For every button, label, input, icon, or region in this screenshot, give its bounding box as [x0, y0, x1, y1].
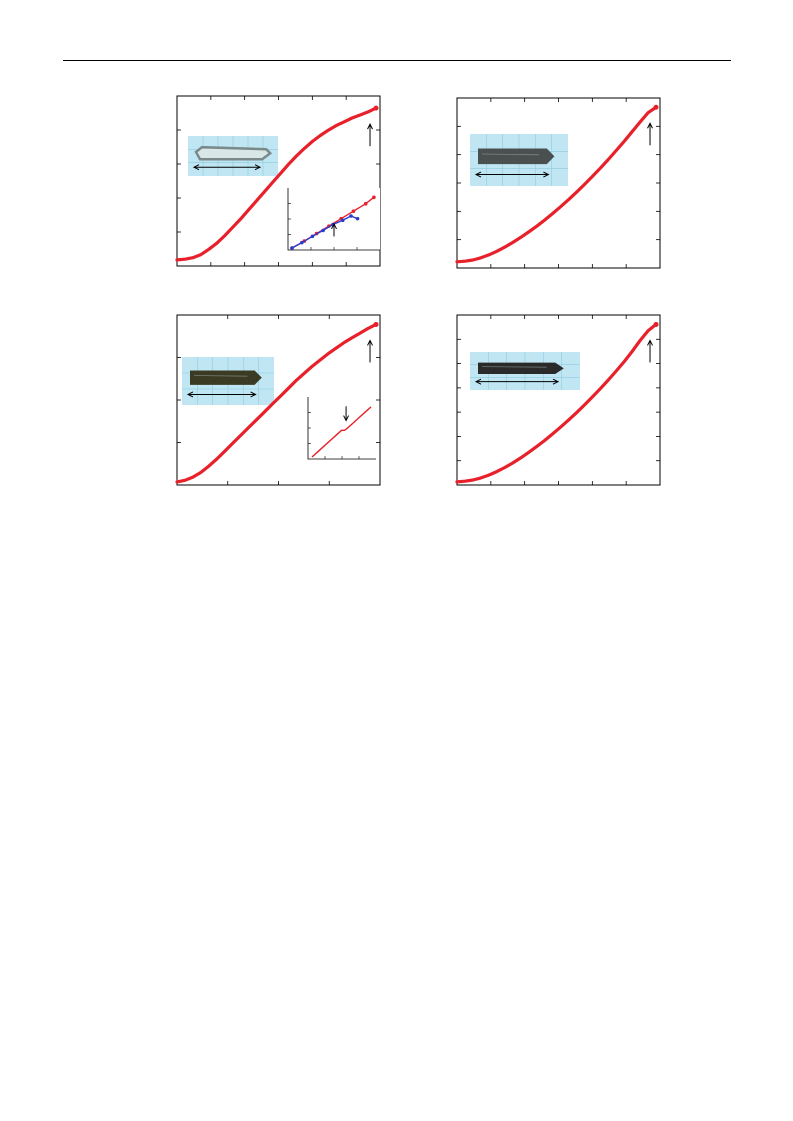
chart-bottom-right [455, 314, 661, 486]
end-point [653, 104, 659, 110]
end-point [373, 105, 379, 111]
inset-arrow-head [331, 222, 337, 230]
scale-arrow-right-head [552, 378, 560, 385]
crystal-sample [478, 148, 555, 165]
chart-top-left [175, 95, 381, 267]
axes [176, 95, 381, 267]
inset-point [340, 218, 345, 223]
axes [456, 314, 661, 486]
inset [287, 188, 380, 251]
end-point [653, 321, 659, 327]
chart-panel-bottom-left [150, 307, 390, 497]
crystal-sample [190, 370, 262, 385]
inset-background [288, 188, 380, 250]
end-arrow-head [367, 123, 373, 130]
chart-panel-bottom-right [430, 307, 670, 497]
crystal-highlight [481, 366, 547, 368]
scale-arrow-right-head [254, 164, 262, 171]
scale-arrow-left-head [192, 164, 200, 171]
data-curve [175, 322, 378, 484]
chart-panel-top-right [430, 90, 670, 280]
inset-point [310, 234, 315, 239]
scale-arrow-right-head [250, 391, 257, 398]
sample-photo [470, 352, 580, 390]
axes [176, 314, 381, 486]
scale-arrow-left-head [474, 171, 482, 178]
inset [307, 397, 376, 460]
crystal-highlight [193, 375, 248, 377]
plot-frame [456, 314, 661, 486]
crystal-highlight [481, 153, 540, 156]
inset-point [372, 195, 376, 200]
inset-point [363, 201, 368, 206]
end-arrow-head [647, 122, 653, 129]
scale-arrow-right-head [543, 171, 550, 178]
inset-arrow-head [343, 415, 350, 422]
data-curve [455, 322, 658, 484]
inset-axes [307, 397, 376, 460]
inset-point [351, 209, 356, 213]
inset-point [300, 240, 304, 245]
inset-point [355, 216, 360, 221]
inset-point [290, 246, 294, 250]
inset-axes [287, 188, 380, 251]
chart-bottom-left [175, 314, 381, 486]
axes [456, 97, 661, 269]
end-arrow-head [647, 339, 653, 346]
header-rule [63, 60, 731, 61]
end-arrow-head [367, 339, 373, 346]
crystal-sample [194, 145, 273, 161]
inset-series-1 [311, 406, 372, 458]
sample-photo [188, 136, 278, 176]
inset-point [349, 214, 353, 218]
crystal-sample [478, 362, 564, 375]
sample-photo [182, 357, 274, 405]
chart-panel-top-left [150, 88, 390, 278]
scale-arrow-left-head [186, 391, 194, 398]
chart-top-right [455, 97, 661, 269]
scale-arrow-left-head [474, 378, 482, 385]
data-curve [455, 105, 658, 264]
data-curve [175, 106, 378, 262]
inset-background [308, 397, 376, 459]
sample-photo [470, 134, 568, 186]
inset-point [321, 228, 325, 233]
end-point [373, 321, 379, 327]
